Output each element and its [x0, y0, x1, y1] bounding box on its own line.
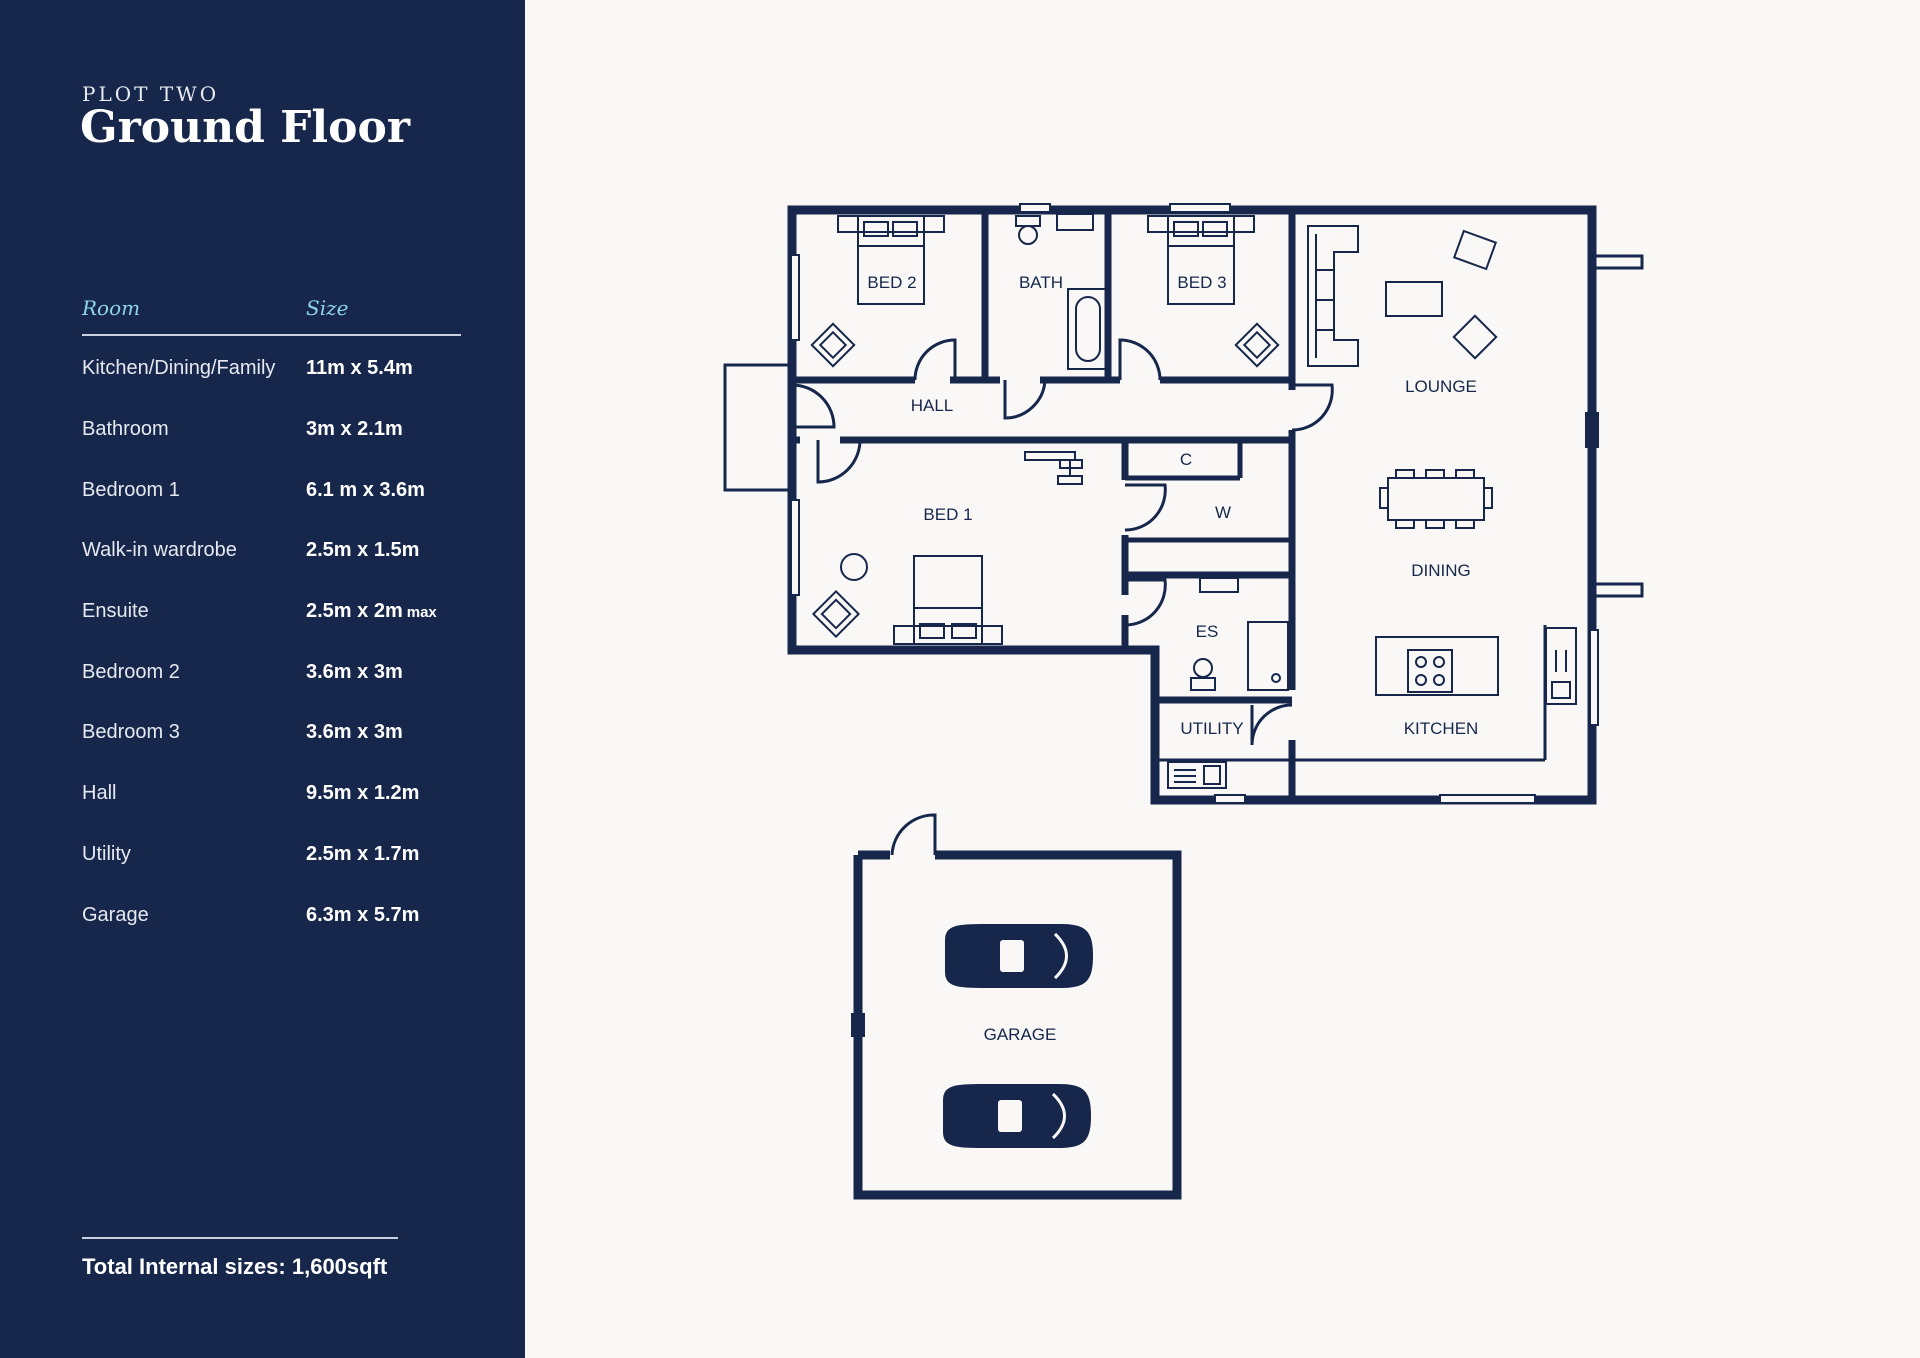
room-row: Bathroom 3m x 2.1m [82, 418, 482, 448]
sidebar-panel: PLOT TWO Ground Floor Room Size Kitchen/… [0, 0, 525, 1358]
room-size: 3.6m x 3m [306, 721, 403, 743]
room-size: 6.3m x 5.7m [306, 904, 420, 926]
room-size: 11m x 5.4m [306, 357, 413, 379]
label-wardrobe: W [1215, 503, 1231, 522]
label-bed1: BED 1 [923, 505, 972, 524]
room-row: Hall 9.5m x 1.2m [82, 782, 482, 812]
floor-plan: BED 2 BATH BED 3 LOUNGE HALL BED 1 C W D… [723, 203, 1644, 1200]
size-column-header: Size [306, 296, 349, 320]
car-icon [943, 1084, 1091, 1148]
room-row: Garage 6.3m x 5.7m [82, 904, 482, 934]
plot-label: PLOT TWO [82, 82, 220, 106]
label-lounge: LOUNGE [1405, 377, 1477, 396]
label-garage: GARAGE [984, 1025, 1057, 1044]
label-hall: HALL [911, 396, 954, 415]
room-size: 6.1 m x 3.6m [306, 479, 425, 501]
label-bed3: BED 3 [1177, 273, 1226, 292]
page-title: Ground Floor [80, 102, 410, 153]
room-size: 2.5m x 1.7m [306, 843, 420, 865]
room-size: 3.6m x 3m [306, 661, 403, 683]
room-size: 3m x 2.1m [306, 418, 403, 440]
room-column-header: Room [82, 296, 141, 320]
room-row: Kitchen/Dining/Family 11m x 5.4m [82, 357, 482, 387]
label-bed2: BED 2 [867, 273, 916, 292]
label-cupboard: C [1180, 450, 1192, 469]
room-name: Bathroom [82, 418, 169, 440]
room-name: Bedroom 2 [82, 661, 180, 683]
room-name: Kitchen/Dining/Family [82, 357, 276, 379]
room-size-suffix: max [406, 604, 437, 621]
room-row: Utility 2.5m x 1.7m [82, 843, 482, 873]
car-icon [945, 924, 1093, 988]
footer-divider [82, 1237, 398, 1239]
label-kitchen: KITCHEN [1404, 719, 1479, 738]
label-dining: DINING [1411, 561, 1471, 580]
room-name: Bedroom 1 [82, 479, 180, 501]
label-ensuite: ES [1196, 622, 1219, 641]
label-utility: UTILITY [1180, 719, 1243, 738]
room-name: Hall [82, 782, 117, 804]
total-size: Total Internal sizes: 1,600sqft [82, 1254, 388, 1279]
room-row: Walk-in wardrobe 2.5m x 1.5m [82, 539, 482, 569]
room-name: Bedroom 3 [82, 721, 180, 743]
room-name: Garage [82, 904, 149, 926]
room-row: Bedroom 3 3.6m x 3m [82, 721, 482, 751]
label-bath: BATH [1019, 273, 1063, 292]
room-size: 9.5m x 1.2m [306, 782, 420, 804]
room-row: Bedroom 1 6.1 m x 3.6m [82, 479, 482, 509]
header-divider [82, 334, 461, 336]
room-name: Utility [82, 843, 131, 865]
room-name: Walk-in wardrobe [82, 539, 237, 561]
room-size-value: 2.5m x 2m [306, 600, 403, 622]
room-name: Ensuite [82, 600, 149, 622]
room-row: Bedroom 2 3.6m x 3m [82, 661, 482, 691]
room-size: 2.5m x 1.5m [306, 539, 420, 561]
